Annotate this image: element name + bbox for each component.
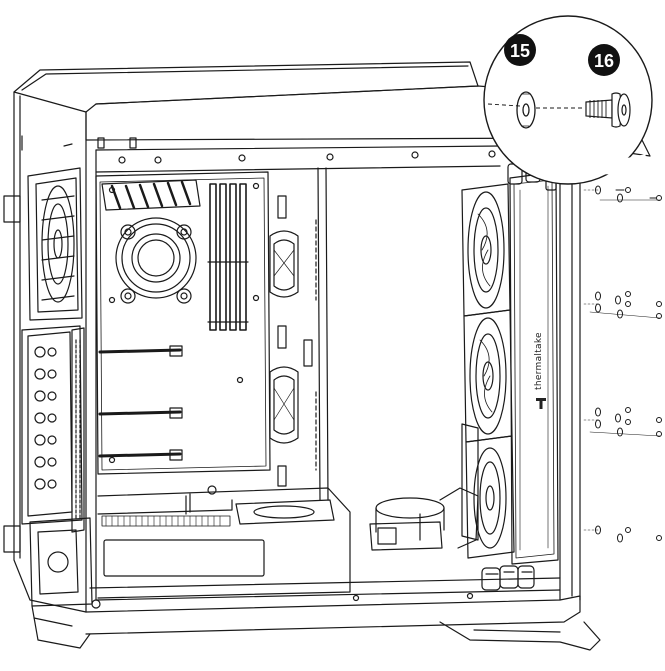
radiator-fan-3 <box>461 423 515 559</box>
cpu-block <box>115 217 197 304</box>
brand-name-text: thermaltake <box>534 332 544 390</box>
rear-hinges <box>3 135 73 553</box>
part-16-number: 16 <box>594 51 614 71</box>
case-shell <box>13 61 601 651</box>
screw-group-lower-mid <box>595 407 662 437</box>
radiator-fan-2 <box>463 309 513 443</box>
screw-group-bottom <box>595 525 662 543</box>
rear-io-slots <box>21 325 85 533</box>
psu-shroud <box>97 485 351 599</box>
motherboard-tray <box>95 171 271 475</box>
pcie-slots <box>98 345 183 461</box>
thumb-screw-icon <box>585 92 631 128</box>
screw-group-top <box>595 185 662 203</box>
washer-icon <box>516 91 536 129</box>
front-mount-screws <box>583 185 662 543</box>
screw-group-upper-mid <box>595 291 662 319</box>
tt-logo-icon <box>536 398 546 409</box>
part-15-badge: 15 <box>504 34 536 66</box>
rear-exhaust-fan <box>27 167 83 321</box>
alignment-line <box>487 103 584 109</box>
part-15-number: 15 <box>510 41 530 61</box>
radiator-fittings <box>481 565 535 591</box>
psu-rear <box>29 517 93 607</box>
ram-slots <box>207 183 249 331</box>
cable-cutouts <box>269 195 313 487</box>
radiator-fan-1 <box>461 183 511 317</box>
vrm-heatsink <box>101 179 201 211</box>
part-16-badge: 16 <box>588 44 620 76</box>
divider-wall <box>315 167 329 501</box>
top-rail <box>95 137 501 173</box>
detail-callout: 15 16 <box>483 15 653 185</box>
front-radiator <box>507 159 559 565</box>
radiator-brand-label: thermaltake <box>534 332 546 409</box>
